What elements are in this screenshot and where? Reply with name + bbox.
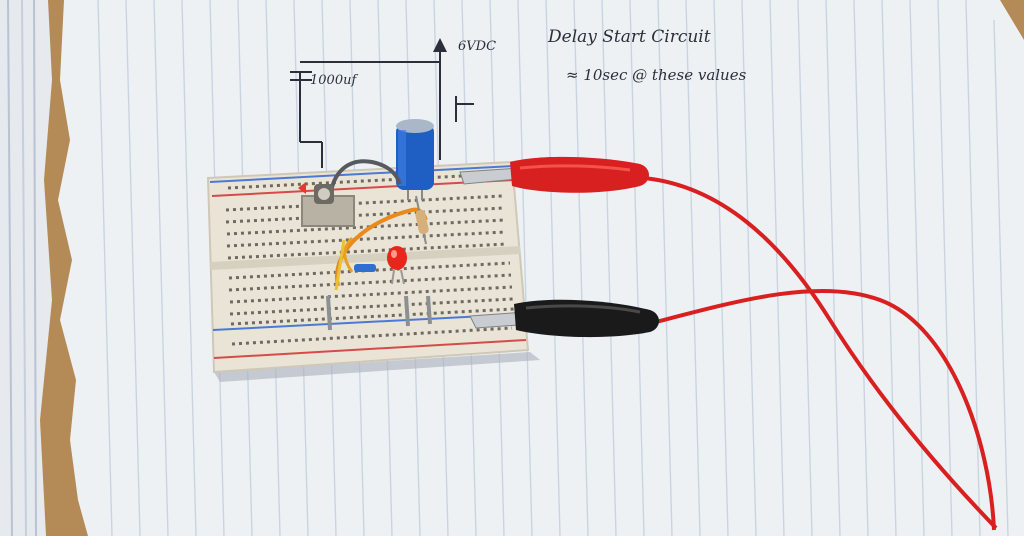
bottom-power-rail-red-line — [213, 339, 527, 359]
yellow-lead-wire — [334, 239, 346, 291]
notes-title: Delay Start Circuit — [547, 27, 711, 47]
red-led — [387, 246, 407, 285]
capacitor-value-label: 1000uf — [310, 73, 358, 88]
voltage-arrow-icon — [433, 38, 447, 52]
gray-jumper-wire — [328, 159, 402, 201]
voltage-label: 6VDC — [458, 39, 496, 54]
metal-jumper-2 — [404, 295, 410, 327]
center-channel — [210, 246, 520, 270]
red-lead-wire — [643, 176, 998, 530]
resistor — [415, 195, 429, 245]
notes-subtitle: ≈ 10sec @ these values — [566, 66, 747, 84]
components — [298, 119, 434, 331]
breadboard-holes-bottom-rail — [231, 326, 513, 346]
orange-jumper-wire-2 — [343, 236, 354, 273]
electrolytic-capacitor — [396, 119, 434, 200]
breadboard-holes-upper-block — [225, 194, 508, 260]
breadboard-holes-top-rail — [227, 172, 501, 190]
notebook-paper — [58, 0, 1024, 536]
spiral-notebook-edge — [0, 0, 52, 536]
small-blue-component — [354, 264, 376, 272]
breadboard-shadow — [214, 352, 540, 382]
top-power-rail-blue-line — [209, 165, 514, 183]
metal-jumper-1 — [326, 295, 332, 331]
hand-drawn-schematic — [290, 48, 474, 168]
metal-jumper-3 — [426, 295, 432, 325]
black-alligator-clip — [469, 299, 659, 338]
red-lead-wire-return — [655, 288, 996, 531]
tactile-switch — [298, 182, 355, 227]
red-alligator-clip — [459, 156, 649, 193]
